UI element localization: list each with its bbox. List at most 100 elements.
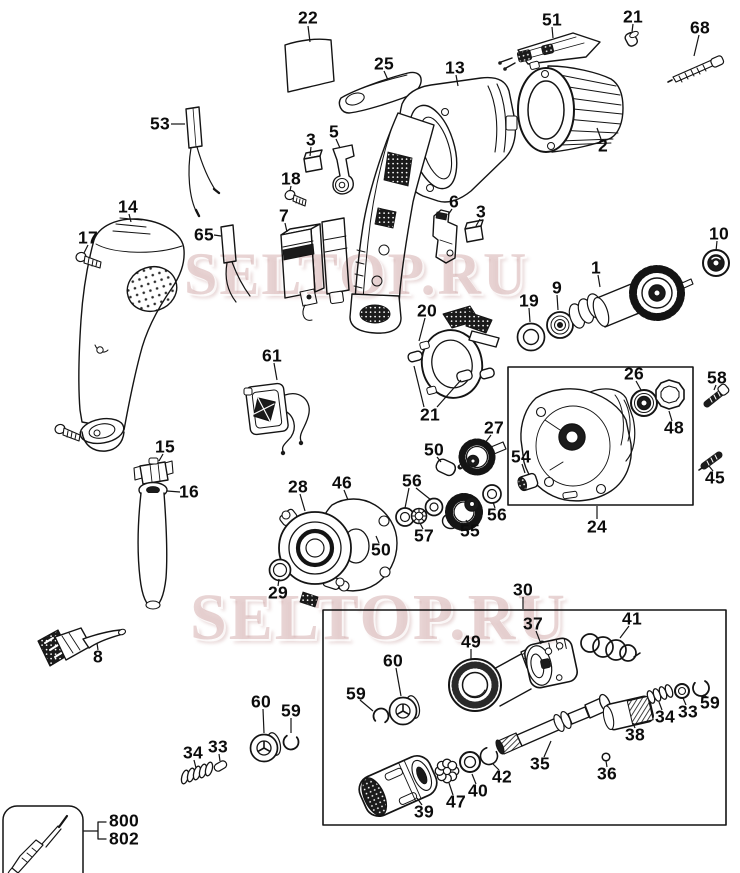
leader-47 xyxy=(448,782,454,796)
leader-17 xyxy=(83,244,89,254)
part-label-35: 35 xyxy=(529,753,551,774)
leader-3-top xyxy=(309,146,312,157)
part-label-29: 29 xyxy=(267,582,289,603)
carbon-brush-53 xyxy=(185,106,221,218)
leader-14 xyxy=(128,213,132,223)
ring-19 xyxy=(516,322,546,352)
carbon-brush-65 xyxy=(220,224,251,303)
leader-60-out xyxy=(262,708,265,734)
part-label-42: 42 xyxy=(491,766,513,787)
washer-56-right xyxy=(482,484,502,504)
leader-33-right xyxy=(682,697,687,706)
leader-19 xyxy=(528,307,531,323)
leader-59-in-right xyxy=(702,694,708,698)
part-label-24: 24 xyxy=(586,516,608,537)
leader-25 xyxy=(383,70,389,81)
part-label-33-left: 33 xyxy=(207,736,229,757)
leader-9 xyxy=(556,294,559,311)
leader-39 xyxy=(416,797,423,806)
part-label-61: 61 xyxy=(261,345,283,366)
part-label-18: 18 xyxy=(280,168,302,189)
leader-58 xyxy=(713,384,717,391)
leader-26 xyxy=(635,380,642,391)
leader-50-lower xyxy=(375,535,380,544)
part-label-2: 2 xyxy=(597,135,609,156)
leader-55 xyxy=(465,519,469,525)
power-cord-8 xyxy=(37,627,127,667)
gear-27 xyxy=(457,438,507,476)
leader-61 xyxy=(273,362,278,381)
cord-guard-16 xyxy=(137,481,168,610)
part-label-41: 41 xyxy=(621,608,643,629)
spindle-box-30 xyxy=(322,609,727,826)
leader-6 xyxy=(447,208,453,216)
part-label-26: 26 xyxy=(623,363,645,384)
part-label-68: 68 xyxy=(689,17,711,38)
part-label-17: 17 xyxy=(77,227,99,248)
part-label-13: 13 xyxy=(444,57,466,78)
handle-14 xyxy=(78,217,185,452)
screw-17 xyxy=(75,251,102,269)
leader-46 xyxy=(343,489,349,501)
star-washer-47 xyxy=(434,758,460,784)
gasket-48 xyxy=(655,379,685,410)
washer-40 xyxy=(459,751,481,773)
part-label-50-upper: 50 xyxy=(423,439,445,460)
part-label-50-lower: 50 xyxy=(370,539,392,560)
ring-33-right xyxy=(674,683,690,699)
watermark-seltop-upper: SELTOP.RU xyxy=(184,241,529,307)
part-label-22: 22 xyxy=(297,7,319,28)
leader-34-left xyxy=(193,759,197,769)
cord-clamp-15 xyxy=(133,457,174,485)
sleeve-38 xyxy=(602,695,654,731)
part-label-19: 19 xyxy=(518,290,540,311)
part-label-27: 27 xyxy=(483,417,505,438)
leader-33-left xyxy=(218,753,221,762)
part-label-60-in: 60 xyxy=(382,650,404,671)
part-label-40: 40 xyxy=(467,780,489,801)
clutch-cup-49 xyxy=(448,640,552,712)
screw-lower xyxy=(54,423,81,442)
leader-28 xyxy=(299,493,306,512)
part-label-9: 9 xyxy=(551,277,563,298)
leader-40 xyxy=(471,773,477,785)
screw-18 xyxy=(284,189,307,207)
leader-27 xyxy=(484,434,492,444)
leader-29 xyxy=(277,578,280,587)
part-label-20: 20 xyxy=(416,300,438,321)
gear-55 xyxy=(441,493,483,531)
part-label-57: 57 xyxy=(413,525,435,546)
part-label-33-right: 33 xyxy=(677,701,699,722)
part-label-800: 800 xyxy=(108,810,140,831)
part-label-6: 6 xyxy=(448,191,460,212)
bearing-26 xyxy=(630,389,658,417)
part-label-3-top: 3 xyxy=(305,129,317,150)
leader-48 xyxy=(668,410,673,422)
leader-60-in xyxy=(395,667,402,697)
part-label-54: 54 xyxy=(510,446,532,467)
spring-41 xyxy=(580,633,641,662)
part-label-802: 802 xyxy=(108,828,140,849)
leader-22 xyxy=(307,25,311,43)
lockwasher-57 xyxy=(410,507,428,525)
part-label-60-out: 60 xyxy=(250,691,272,712)
part-label-37: 37 xyxy=(522,613,544,634)
part-label-47: 47 xyxy=(445,791,467,812)
clutch-collar-37 xyxy=(524,637,578,689)
leader-3-mid xyxy=(475,218,481,227)
label-sheet-22 xyxy=(284,38,335,93)
armature-1 xyxy=(568,265,694,329)
screw-45 xyxy=(698,451,723,471)
part-label-58: 58 xyxy=(706,367,728,388)
pin-50-upper xyxy=(435,458,457,477)
legend-box xyxy=(2,805,107,873)
screw-58 xyxy=(703,383,730,408)
lead-plate-51 xyxy=(498,32,601,71)
ring-59-out xyxy=(282,733,300,751)
leader-20 xyxy=(418,317,426,342)
leader-42 xyxy=(492,763,500,771)
leader-21-top xyxy=(631,23,634,33)
